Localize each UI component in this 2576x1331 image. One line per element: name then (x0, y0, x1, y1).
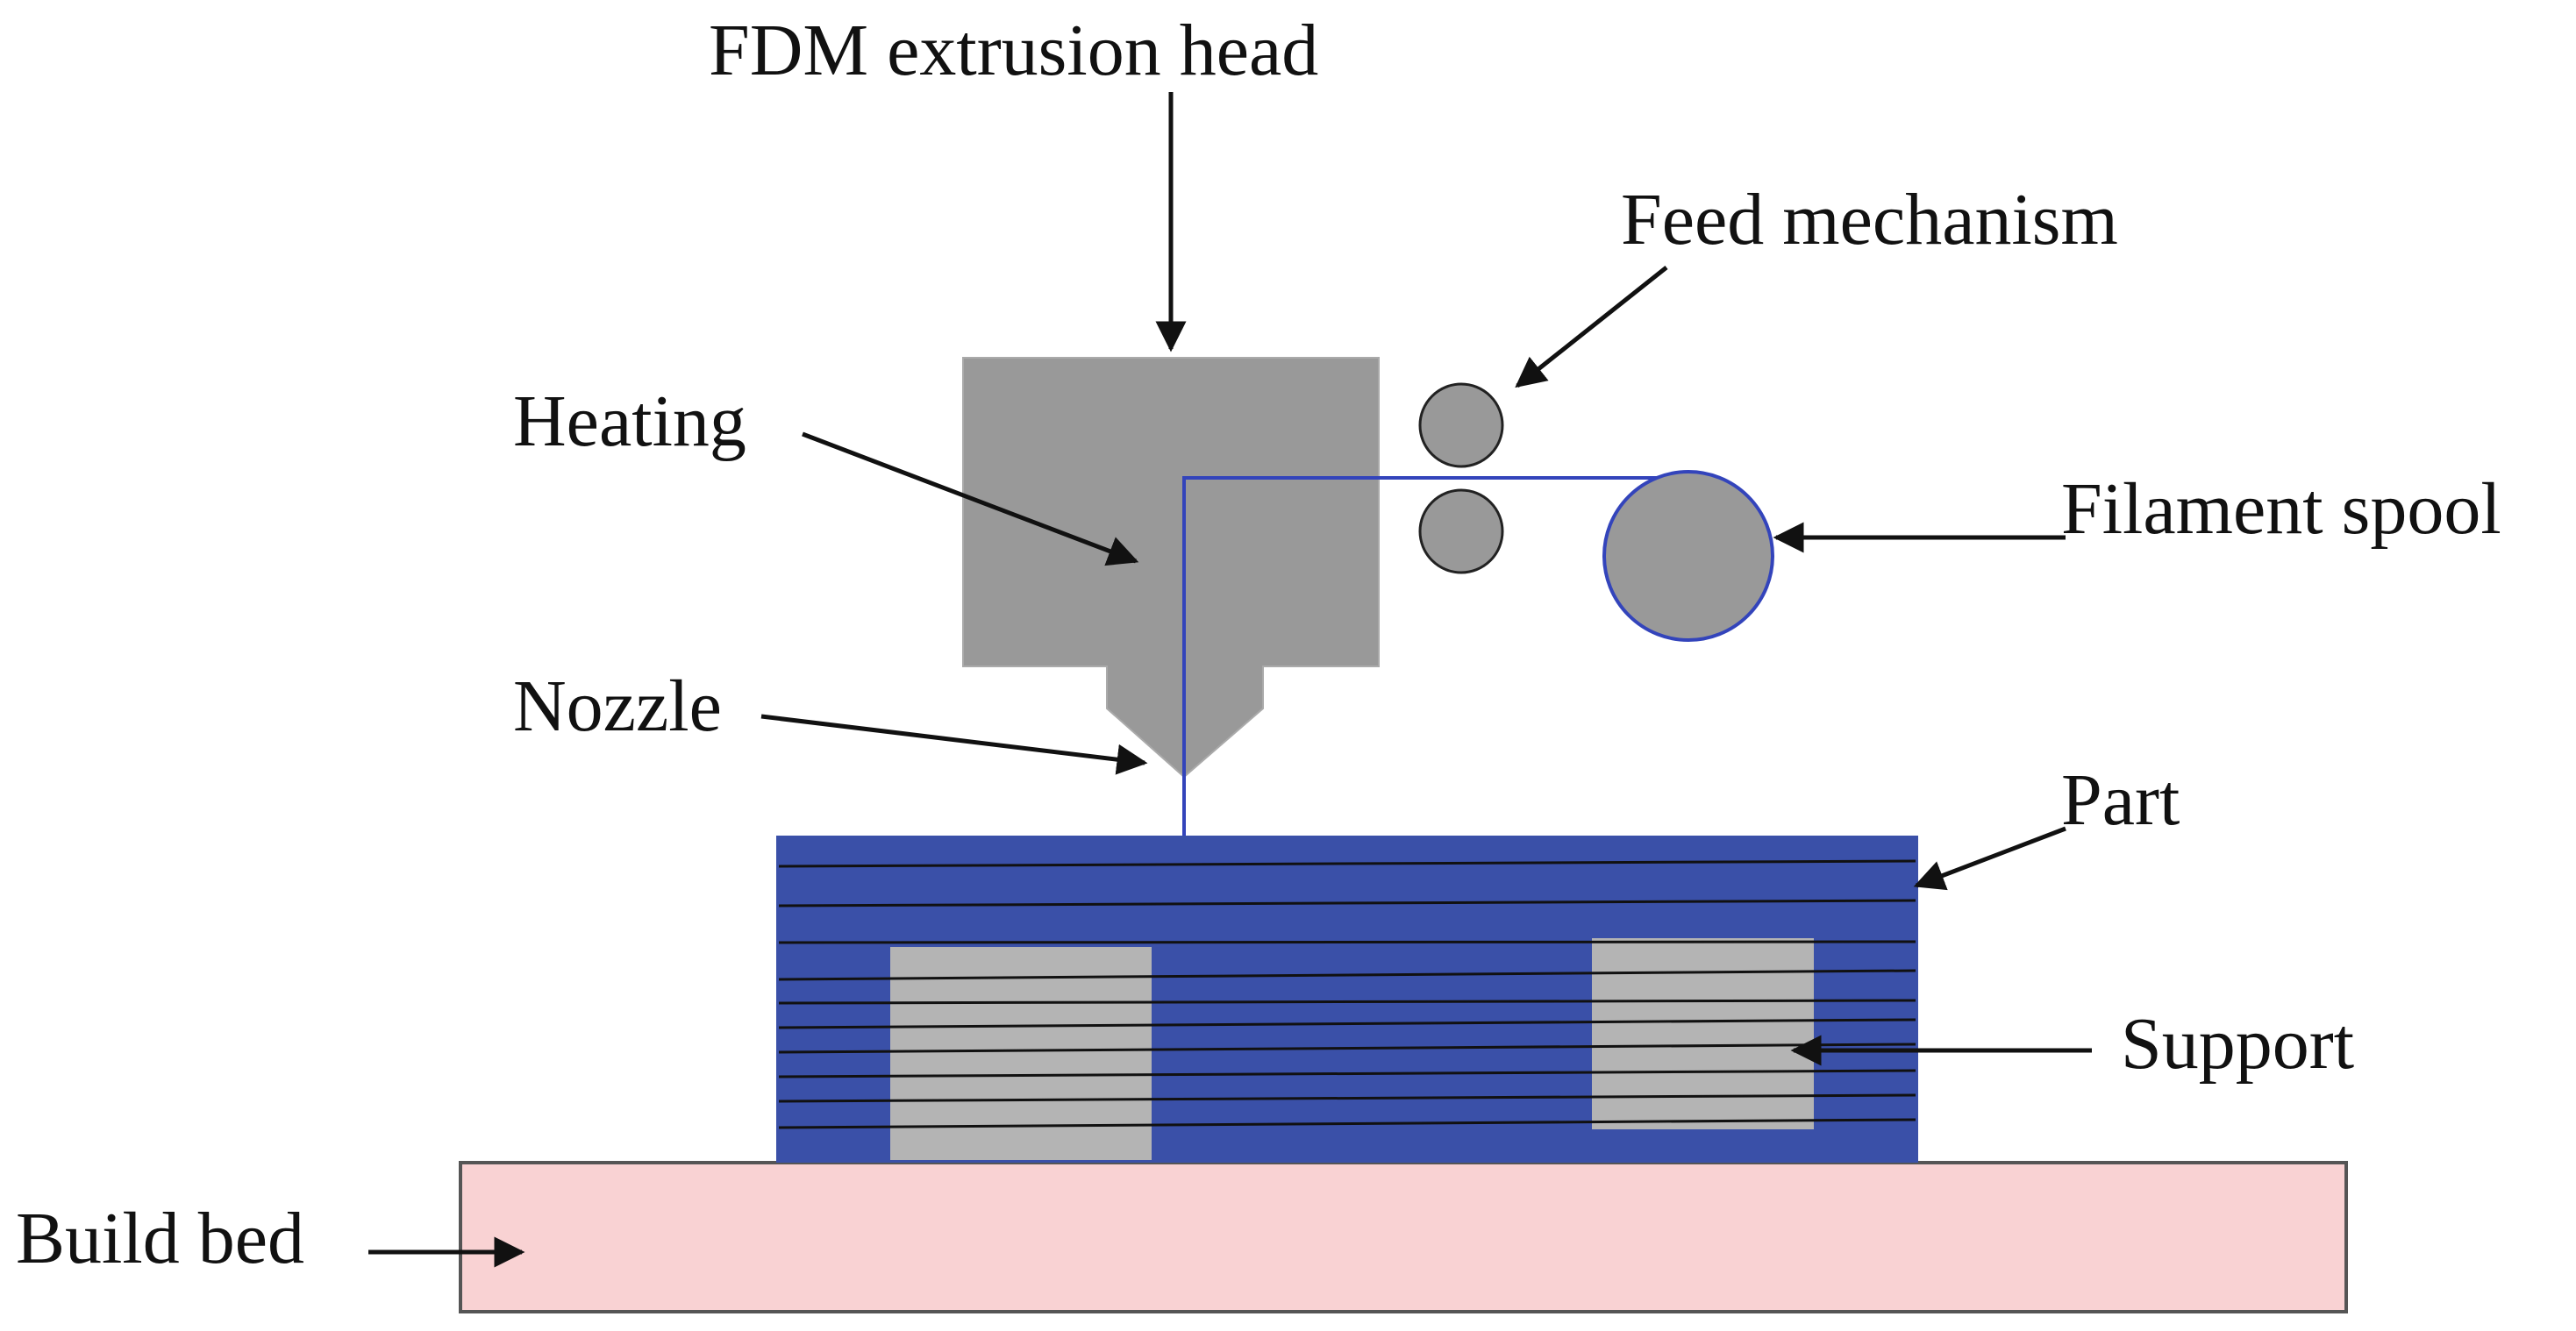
label-filament-spool: Filament spool (2061, 468, 2501, 550)
filament (1182, 476, 1697, 836)
support-right (1592, 938, 1814, 1129)
label-feed-mechanism: Feed mechanism (1621, 179, 2118, 260)
label-support: Support (2121, 1003, 2354, 1085)
label-nozzle: Nozzle (513, 666, 722, 747)
arrow-nozzle (760, 714, 1148, 775)
arrow-part (1913, 826, 2066, 891)
extrusion-head (962, 357, 1380, 779)
arrow-heating (802, 431, 1139, 566)
layer-lines (778, 859, 1916, 1129)
feed-roller-bottom (1418, 488, 1504, 574)
label-build-bed: Build bed (16, 1198, 304, 1279)
label-heating: Heating (513, 381, 746, 462)
label-part: Part (2061, 759, 2180, 841)
label-extrusion-head: FDM extrusion head (709, 10, 1318, 91)
feed-roller-top (1418, 382, 1504, 468)
build-bed (459, 1161, 2348, 1313)
filament-spool (1602, 470, 1774, 642)
arrow-feed-mechanism (1515, 266, 1668, 388)
